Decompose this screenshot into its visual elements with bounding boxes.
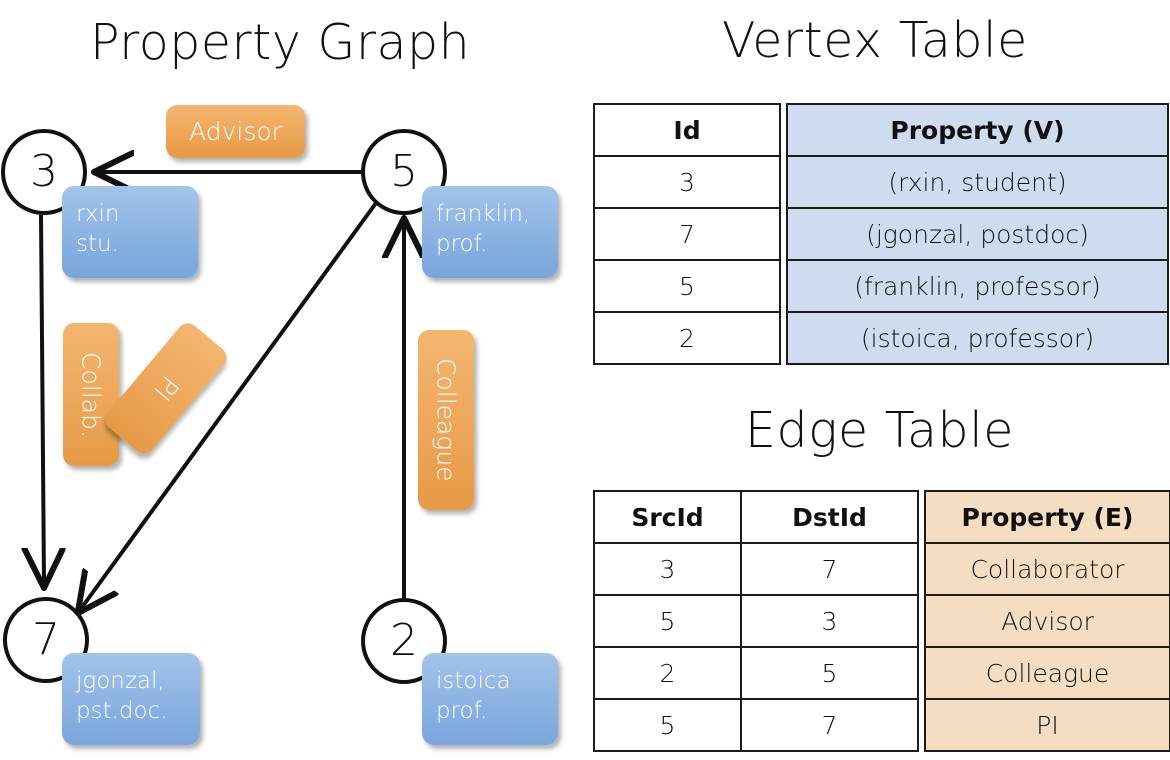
graph-edges-layer [0,0,585,760]
edge-label-text: PI [147,370,185,407]
vertex-table: Id 3 7 5 2 Property (V) (rxin, student) … [593,103,1169,365]
edge-label-text: Advisor [189,117,282,146]
edge-arrow-collab [41,214,44,584]
vertex-label: 2 [390,615,418,666]
table-row: 7 [593,207,781,261]
edge-table-column-dstid: DstId 7 3 5 7 [740,490,919,752]
vertex-property-box-5: franklin, prof. [422,186,558,278]
table-row: (istoica, professor) [786,311,1169,365]
table-row: (rxin, student) [786,155,1169,209]
vertex-property-line1: franklin, [436,201,531,227]
vertex-property-line2: stu. [76,231,119,257]
edge-label-box-advisor: Advisor [166,105,305,158]
table-row: Advisor [924,594,1170,648]
table-row: (jgonzal, postdoc) [786,207,1169,261]
vertex-label: 7 [32,614,60,665]
vertex-property-line1: rxin [76,201,120,227]
vertex-property-box-7: jgonzal, pst.doc. [62,653,200,745]
table-row: 5 [740,646,919,700]
edge-label-box-collab: Collab. [63,323,119,466]
table-row: (franklin, professor) [786,259,1169,313]
vertex-property-line2: prof. [436,231,488,257]
vertex-property-line1: jgonzal, [76,668,165,694]
page-title-edge-table: Edge Table [745,402,1014,459]
table-row: 2 [593,311,781,365]
edge-table-column-srcid: SrcId 3 5 2 5 [593,490,742,752]
table-row: 3 [593,542,742,596]
table-row: PI [924,698,1170,752]
edge-table-column-property: Property (E) Collaborator Advisor Collea… [924,490,1170,752]
page-title-property-graph: Property Graph [90,14,471,71]
edge-arrow-pi [80,201,378,610]
vertex-property-box-2: istoica prof. [422,653,558,745]
vertex-property-line1: istoica [436,668,511,694]
edge-label-text: Colleague [431,358,461,482]
vertex-table-column-property: Property (V) (rxin, student) (jgonzal, p… [786,103,1169,365]
table-row: Collaborator [924,542,1170,596]
edge-label-text: Collab. [76,351,106,438]
vertex-property-box-3: rxin stu. [62,186,198,278]
column-header-id: Id [593,103,781,157]
vertex-table-column-id: Id 3 7 5 2 [593,103,781,365]
vertex-label: 3 [30,146,58,197]
vertex-property-line2: prof. [436,698,488,724]
table-row: 3 [740,594,919,648]
column-header-property-v: Property (V) [786,103,1169,157]
edge-label-box-colleague: Colleague [418,330,474,510]
column-header-dstid: DstId [740,490,919,544]
table-row: 5 [593,259,781,313]
table-row: 5 [593,594,742,648]
table-row: Colleague [924,646,1170,700]
edge-table: SrcId 3 5 2 5 DstId 7 3 5 7 Property (E)… [593,490,1170,752]
page-title-vertex-table: Vertex Table [722,12,1028,69]
vertex-property-line2: pst.doc. [76,698,168,724]
table-row: 5 [593,698,742,752]
table-row: 2 [593,646,742,700]
column-header-property-e: Property (E) [924,490,1170,544]
table-row: 7 [740,698,919,752]
column-header-srcid: SrcId [593,490,742,544]
table-row: 3 [593,155,781,209]
graph-vertex-5[interactable]: 5 [361,129,447,215]
vertex-label: 5 [390,146,418,197]
table-row: 7 [740,542,919,596]
graph-vertex-2[interactable]: 2 [361,598,447,684]
